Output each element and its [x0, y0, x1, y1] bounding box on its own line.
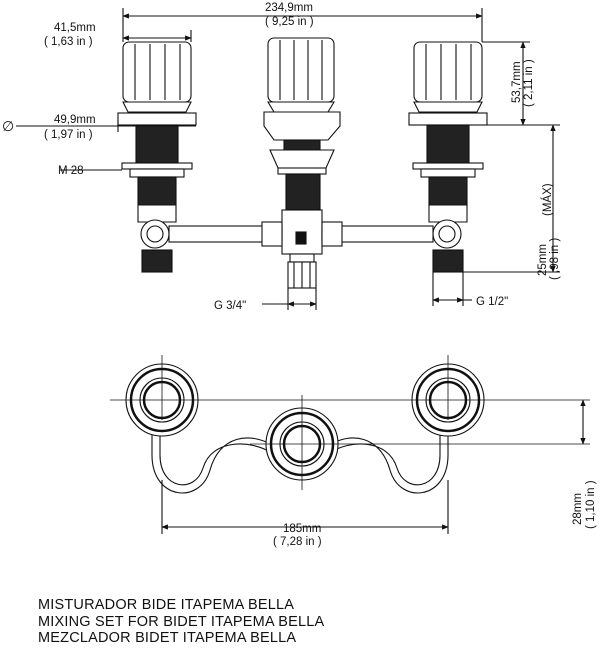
top-view	[110, 355, 590, 534]
right-flange	[408, 112, 488, 126]
dimension-labels: 234,9mm ( 9,25 in ) 41,5mm ( 1,63 in ) ∅…	[2, 2, 597, 548]
diameter-symbol: ∅	[2, 118, 14, 134]
right-threaded-body	[426, 124, 470, 164]
left-tube	[151, 399, 273, 494]
right-valve	[408, 41, 488, 273]
thread-label: M 28	[58, 165, 84, 177]
deck-thickness-label: 25mm	[537, 244, 549, 276]
centers-label: 185mm	[283, 523, 321, 535]
knob-width-inch-label: ( 1,63 in )	[44, 36, 93, 48]
centers-inch-label: ( 7,28 in )	[273, 536, 322, 548]
flange-diameter-inch-label: ( 1,97 in )	[44, 129, 93, 141]
inlet-thread-label: G 1/2"	[476, 296, 508, 308]
offset-label: 28mm	[572, 493, 584, 525]
knob-width-label: 41,5mm	[54, 22, 96, 34]
right-knob	[413, 41, 483, 103]
offset-inch-label: ( 1,10 in )	[585, 480, 597, 529]
max-label: (MÁX)	[541, 183, 554, 216]
flange-diameter-label: 49,9mm	[54, 114, 96, 126]
right-inlet-thread	[432, 249, 464, 273]
left-knob	[122, 41, 192, 103]
caption-portuguese: MISTURADOR BIDE ITAPEMA BELLA	[38, 597, 295, 613]
overall-width-inch-label: ( 9,25 in )	[265, 16, 314, 28]
overall-width-label: 234,9mm	[265, 2, 313, 14]
front-view	[16, 8, 560, 310]
center-threaded-body	[285, 173, 321, 211]
product-caption: MISTURADOR BIDE ITAPEMA BELLA MIXING SET…	[38, 597, 324, 647]
left-valve	[117, 41, 197, 273]
connecting-tubes	[168, 221, 434, 247]
left-threaded-body	[135, 124, 179, 164]
knob-height-inch-label: ( 2,11 in )	[523, 59, 535, 107]
right-tube	[329, 399, 449, 494]
left-flange	[117, 112, 197, 126]
outlet-thread-label: G 3/4"	[214, 300, 246, 312]
caption-english: MIXING SET FOR BIDET ITAPEMA BELLA	[38, 613, 325, 630]
knob-height-label: 53,7mm	[511, 61, 523, 103]
left-inlet-thread	[141, 249, 173, 273]
deck-thickness-inch-label: ( ,98 in )	[549, 238, 561, 280]
caption-spanish: MEZCLADOR BIDET ITAPEMA BELLA	[38, 630, 297, 646]
center-knob	[267, 37, 335, 103]
center-valve	[263, 37, 341, 289]
